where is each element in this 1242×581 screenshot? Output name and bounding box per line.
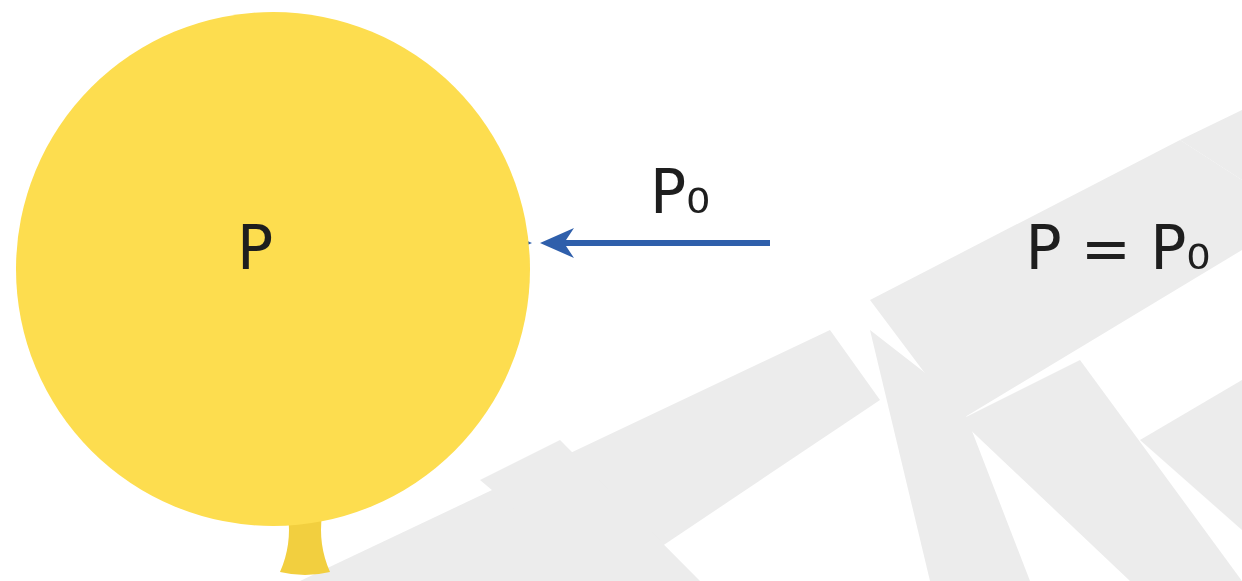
watermark-band bbox=[480, 440, 700, 581]
balloon-body bbox=[16, 12, 530, 526]
pressure-symbol: P bbox=[237, 218, 273, 278]
pressure-label: P₀ bbox=[650, 162, 710, 222]
watermark-band bbox=[1180, 110, 1242, 180]
watermark-band bbox=[1140, 380, 1242, 530]
balloon: P bbox=[16, 12, 530, 526]
equation: P = P₀ bbox=[1026, 218, 1211, 278]
watermark-band bbox=[870, 330, 1030, 581]
arrow-line bbox=[552, 240, 770, 246]
arrow-head bbox=[540, 228, 574, 258]
